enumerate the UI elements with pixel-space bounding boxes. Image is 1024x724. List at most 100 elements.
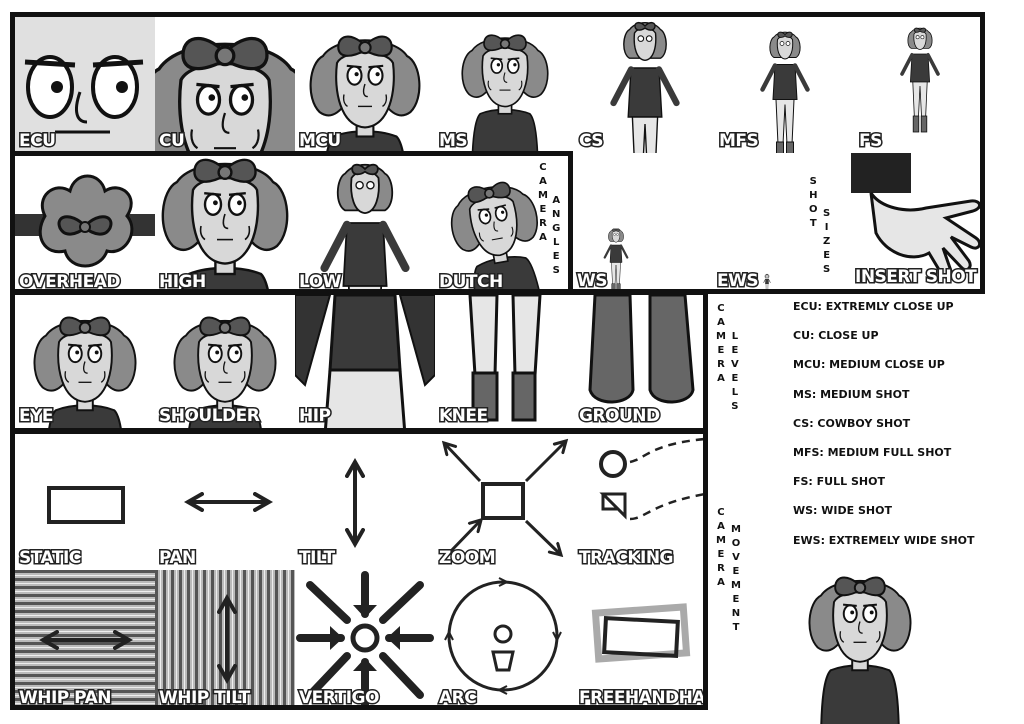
angle-label: HIGH	[158, 271, 208, 292]
letter: S	[731, 401, 739, 412]
camera-angles-vertical-label-2: A N G L E S	[552, 194, 560, 278]
movement-label: ZOOM	[437, 547, 497, 570]
movement-vertigo: VERTIGO	[295, 570, 435, 708]
letter: R	[539, 218, 547, 229]
shot-label: EWS	[715, 270, 760, 291]
shot-label: MFS	[717, 130, 760, 153]
camera-movement-panel: STATIC PAN TILT ZOOM TRACKING WH	[10, 429, 708, 710]
angle-overhead: OVERHEAD	[15, 156, 155, 292]
shot-label: CS	[577, 130, 605, 153]
level-ground: GROUND	[575, 295, 703, 428]
angle-high: HIGH	[155, 156, 295, 292]
movement-pan: PAN	[155, 434, 295, 570]
letter: M	[538, 190, 548, 201]
letter: E	[731, 345, 739, 356]
movement-label: WHIP TILT	[158, 687, 252, 708]
level-label: HIP	[298, 405, 333, 428]
letter: V	[732, 552, 740, 563]
letter: O	[809, 204, 818, 215]
shot-cs: CS	[575, 17, 715, 153]
movement-zoom: ZOOM	[435, 434, 575, 570]
letter: R	[717, 359, 725, 370]
letter: S	[823, 208, 831, 219]
shot-sizes-vertical-label-2: S I Z E S	[823, 207, 830, 277]
camera-movement-vertical-label-2: M O V E M E N T	[731, 523, 741, 635]
letter: A	[717, 317, 725, 328]
shot-ews: EWS	[713, 155, 813, 291]
level-label: KNEE	[438, 405, 490, 428]
letter: M	[716, 331, 726, 342]
character-illustration	[795, 550, 925, 724]
letter: G	[552, 223, 561, 234]
camera-levels-panel: EYE SHOULDER HIP KNEE GROUND	[10, 290, 708, 433]
movement-arc: ARC	[435, 570, 575, 708]
movement-label: VERTIGO	[298, 687, 381, 708]
movement-label: WHIP PAN	[18, 687, 113, 708]
letter: A	[539, 232, 547, 243]
shot-label: INSERT SHOT	[853, 266, 978, 289]
letter: L	[553, 237, 560, 248]
letter: C	[539, 162, 547, 173]
letter: E	[732, 594, 740, 605]
letter: I	[824, 222, 829, 233]
movement-label: FREEHANDHAND	[577, 687, 706, 708]
shot-mfs: MFS	[715, 17, 855, 153]
letter: V	[731, 359, 739, 370]
letter: M	[731, 524, 741, 535]
letter: A	[539, 176, 547, 187]
angle-label: DUTCH	[438, 271, 505, 292]
abbreviation-legend: ECU: EXTREMLY CLOSE UP CU: CLOSE UP MCU:…	[793, 300, 1018, 563]
camera-angles-panel: OVERHEAD HIGH LOW DUTCH C A M E R A A N …	[15, 151, 573, 292]
legend-item: MFS: MEDIUM FULL SHOT	[793, 445, 952, 459]
letter: L	[731, 387, 739, 398]
letter: A	[717, 521, 725, 532]
movement-label: ARC	[437, 687, 478, 708]
shot-ecu: ECU	[15, 17, 155, 153]
level-label: SHOULDER	[157, 405, 261, 428]
letter: A	[717, 577, 725, 588]
shot-insert: INSERT SHOT	[851, 153, 980, 289]
letter: M	[731, 580, 741, 591]
shot-ms: MS	[435, 17, 575, 153]
letter: N	[552, 209, 561, 220]
shot-ws: WS	[573, 155, 713, 289]
shot-label: FS	[858, 130, 884, 153]
letter: O	[731, 538, 741, 549]
legend-item: MS: MEDIUM SHOT	[793, 387, 910, 401]
camera-movement-vertical-label: C A M E R A	[716, 506, 726, 590]
legend-item: MCU: MEDIUM CLOSE UP	[793, 358, 945, 372]
letter: T	[732, 622, 740, 633]
shot-label: ECU	[17, 130, 57, 153]
letter: E	[731, 373, 739, 384]
legend-item: FS: FULL SHOT	[793, 475, 885, 489]
movement-static: STATIC	[15, 434, 155, 570]
letter: E	[732, 566, 740, 577]
letter: C	[717, 507, 725, 518]
legend-item: CU: CLOSE UP	[793, 329, 879, 343]
letter: L	[731, 331, 739, 342]
letter: H	[809, 190, 818, 201]
letter: C	[717, 303, 725, 314]
angle-label: OVERHEAD	[18, 271, 122, 292]
letter: M	[716, 535, 726, 546]
angle-dutch: DUTCH	[435, 156, 555, 292]
movement-label: STATIC	[18, 547, 83, 570]
letter: S	[823, 264, 831, 275]
movement-whip-pan: WHIP PAN	[15, 570, 155, 708]
letter: A	[717, 373, 725, 384]
movement-label: PAN	[158, 547, 198, 570]
legend-item: WS: WIDE SHOT	[793, 504, 892, 518]
letter: E	[552, 251, 560, 262]
legend-item: EWS: EXTREMELY WIDE SHOT	[793, 533, 975, 547]
movement-tilt: TILT	[295, 434, 435, 570]
shot-label: CU	[157, 130, 186, 153]
angle-label: LOW	[298, 271, 343, 292]
letter: E	[539, 204, 547, 215]
camera-angles-vertical-label: C A M E R A	[538, 161, 548, 245]
level-shoulder: SHOULDER	[155, 295, 295, 428]
shot-sizes-panel: ECU CU MCU MS CS MFS FS OVERHEAD	[10, 12, 985, 294]
legend-item: CS: COWBOY SHOT	[793, 416, 911, 430]
movement-whip-tilt: WHIP TILT	[155, 570, 295, 708]
movement-label: TILT	[298, 547, 337, 570]
camera-levels-vertical-label-2: L E V E L S	[731, 330, 739, 414]
